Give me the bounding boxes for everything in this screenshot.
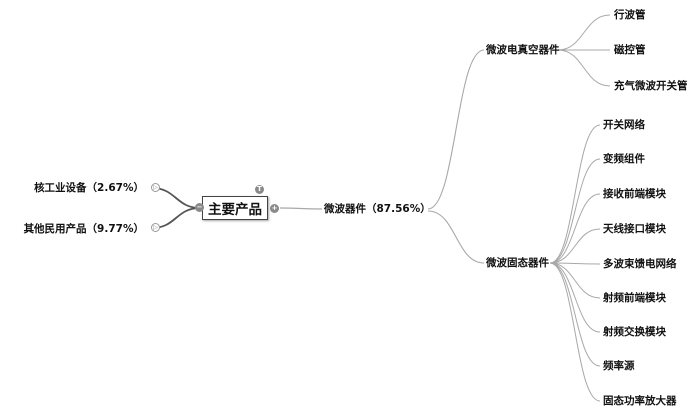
leaf-node[interactable]: 频率源 — [603, 360, 635, 372]
leaf-node[interactable]: 开关网络 — [603, 119, 645, 131]
left-node-nuclear[interactable]: 核工业设备（2.67%） — [34, 182, 144, 194]
connector-line-leaf — [549, 262, 601, 402]
collapse-icon[interactable]: − — [195, 203, 204, 212]
leaf-node[interactable]: 充气微波开关管 — [614, 80, 688, 92]
group-node-vacuum[interactable]: 微波电真空器件 — [486, 44, 560, 56]
leaf-node[interactable]: 接收前端模块 — [603, 188, 666, 200]
leaf-node[interactable]: 多波束馈电网络 — [603, 258, 677, 270]
expand-icon[interactable]: + — [270, 204, 279, 213]
root-topic-label: 主要产品 — [208, 202, 262, 218]
group-node-solid[interactable]: 微波固态器件 — [486, 257, 549, 269]
center-node-microwave[interactable]: 微波器件（87.56%） — [324, 203, 431, 215]
leaf-node[interactable]: 射频前端模块 — [603, 292, 666, 304]
connector-line-group — [427, 49, 485, 210]
connector-line-leaf — [549, 262, 601, 265]
connector-line-leaf — [549, 262, 601, 299]
left-node-civil[interactable]: 其他民用产品（9.77%） — [23, 223, 144, 235]
connector-line-leaf — [557, 14, 611, 51]
leaf-node[interactable]: 射频交换模块 — [603, 326, 666, 338]
connector-line-leaf — [549, 262, 601, 333]
connector-line-leaf — [549, 124, 601, 264]
connector-line-left — [151, 187, 201, 209]
leaf-node[interactable]: 固态功率放大器 — [603, 395, 677, 407]
leaf-node[interactable]: 变频组件 — [603, 153, 645, 165]
connector-line-leaf — [549, 228, 601, 264]
leaf-node[interactable]: 磁控管 — [614, 44, 646, 56]
connector-line-leaf — [549, 158, 601, 264]
connector-line-leaf — [549, 193, 601, 264]
connector-line-group — [427, 210, 485, 264]
leaf-node[interactable]: 天线接口模块 — [603, 223, 666, 235]
leaf-node[interactable]: 行波管 — [614, 9, 646, 21]
connector-line-center — [279, 207, 323, 210]
collapse-icon[interactable]: ▷ — [151, 183, 160, 192]
connector-line-leaf — [557, 49, 611, 87]
collapse-icon[interactable]: ▷ — [151, 223, 160, 232]
topic-icon[interactable]: T — [255, 185, 264, 194]
root-topic[interactable]: 主要产品 — [202, 196, 268, 220]
connector-line-leaf — [549, 262, 601, 367]
